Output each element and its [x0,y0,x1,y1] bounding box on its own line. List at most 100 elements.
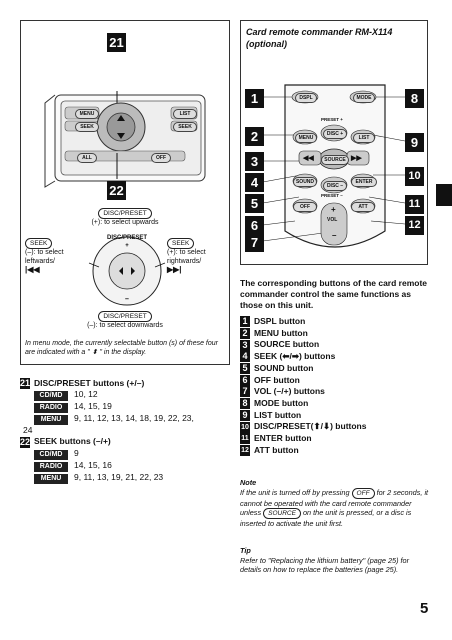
tag-radio: RADIO [34,461,68,472]
note-off-pill: OFF [351,487,375,499]
remote-enter-button[interactable]: ENTER [351,177,377,187]
svg-text:–: – [125,296,129,303]
list-badge-7: 7 [240,386,250,398]
note-text-2: for 2 seconds, it cannot be operated wit… [240,487,429,518]
remote-seek-left-button[interactable]: ◀◀ [303,155,314,162]
remote-dspl-button[interactable]: DSPL [295,93,317,103]
seek-left-symbol: |◀◀ [25,265,40,274]
seek-left-block: SEEK (–): to select leftwards/ |◀◀ [25,238,95,276]
note-text: If the unit is turned off by pressing OF… [240,487,432,529]
remote-menu-button[interactable]: MENU [295,133,317,143]
remote-title-line1: Card remote commander RM-X114 [246,27,393,37]
remote-callout-1: 1 [245,89,264,108]
list-badge-12: 12 [240,444,250,456]
remote-title-line2: (optional) [246,39,287,49]
list-label-12: ATT button [254,444,299,455]
list-badge-9: 9 [240,409,250,421]
list-label-11: ENTER button [254,433,312,444]
seek-left-pill: SEEK [25,238,53,249]
remote-vol-up-button[interactable]: + [331,205,336,214]
unit-menu-label: MENU [75,109,99,119]
list-label-9: LIST button [254,409,302,420]
list-label-1: DSPL button [254,316,306,326]
note-text-3: on the unit is pressed, or a disc is ins… [240,508,412,529]
list-label-3: SOURCE button [254,339,320,350]
list-label-5: SOUND button [254,362,314,373]
remote-callout-12: 12 [405,216,424,235]
remote-list-item-4: 4 SEEK (⬅/➡) buttons [240,351,435,363]
unit-all-label: ALL [77,153,97,163]
tag-cdmd: CD/MD [34,391,68,402]
remote-source-button[interactable]: SOURCE [321,155,349,165]
callout-22: 22 [107,181,126,200]
unit-list-label: LIST [173,109,197,119]
disc-preset-up-pill: DISC/PRESET [98,208,152,219]
tip-text: Refer to "Replacing the lithium battery"… [240,555,410,575]
item-21-title: DISC/PRESET buttons (+/–) [34,378,145,388]
remote-att-button[interactable]: ATT [351,202,375,212]
remote-vol-down-button[interactable]: – [332,231,337,240]
list-badge-3: 3 [240,339,250,351]
note-text-1: If the unit is turned off by pressing [240,487,350,497]
remote-seek-right-button[interactable]: ▶▶ [351,155,362,162]
remote-preset-plus-label: PRESET + [321,117,343,122]
disc-preset-up-block: DISC/PRESET (+): to select upwards [21,208,229,228]
item-21-cont: 24 [23,425,33,436]
left-illustration-frame: MENU LIST SEEK SEEK ALL OFF 21 22 DISC/P… [20,20,230,365]
remote-disc-down-button[interactable]: DISC – [323,181,347,191]
page-number: 5 [420,600,429,617]
list-badge-1: 1 [240,316,250,328]
seek-right-caption-1: (+): to select [167,249,206,256]
note-heading: Note [240,478,257,487]
remote-callout-9: 9 [405,133,424,152]
remote-list-item-11: 11 ENTER button [240,433,435,445]
seek-left-caption-2: leftwards/ [25,257,55,265]
list-badge-8: 8 [240,398,250,410]
badge-22: 22 [20,436,31,448]
remote-list-item-1: 1 DSPL button [240,316,435,328]
wheel-disc-preset-label: DISC/PRESET [107,235,148,241]
remote-disc-up-button[interactable]: DISC + [323,129,347,139]
remote-callout-7: 7 [245,233,264,252]
remote-off-button[interactable]: OFF [293,202,317,212]
remote-callout-8: 8 [405,89,424,108]
note-block: Note If the unit is turned off by pressi… [240,478,432,529]
item-22-title: SEEK buttons (–/+) [34,436,111,447]
list-label-4: SEEK (⬅/➡) buttons [254,351,336,362]
remote-sound-button[interactable]: SOUND [293,177,317,187]
remote-list-item-3: 3 SOURCE button [240,339,435,351]
disc-preset-down-pill: DISC/PRESET [98,311,152,322]
unit-off-label: OFF [151,153,171,163]
tip-block: Tip Refer to "Replacing the lithium batt… [240,546,432,575]
callout-21: 21 [107,33,126,52]
list-badge-2: 2 [240,327,250,339]
list-badge-4: 4 [240,351,250,363]
tip-heading: Tip [240,546,251,555]
remote-mode-button[interactable]: MODE [353,93,375,103]
remote-list-button[interactable]: LIST [353,133,375,143]
remote-title: Card remote commander RM-X114 (optional) [246,26,392,50]
badge-21: 21 [20,378,31,390]
disc-preset-down-block: DISC/PRESET (–): to select downwards [21,311,229,331]
list-badge-6: 6 [240,374,250,386]
list-badge-5: 5 [240,363,250,375]
list-badge-11: 11 [240,433,250,445]
down-caption: (–): to select downwards [87,322,163,329]
remote-vol-label: VOL [327,217,338,223]
remote-callout-4: 4 [245,173,264,192]
note-source-pill: SOURCE [263,508,301,520]
control-wheel-illustration: + – [88,236,166,306]
seek-right-block: SEEK (+): to select rightwards/ ▶▶| [167,238,229,276]
remote-list-item-9: 9 LIST button [240,410,435,422]
remote-callout-11: 11 [405,195,424,214]
item-22-menu-pages: 9, 11, 13, 19, 21, 22, 23 [74,471,164,482]
remote-callout-3: 3 [245,152,264,171]
remote-intro-text: The corresponding buttons of the card re… [240,278,428,310]
list-badge-10: 10 [240,421,250,433]
